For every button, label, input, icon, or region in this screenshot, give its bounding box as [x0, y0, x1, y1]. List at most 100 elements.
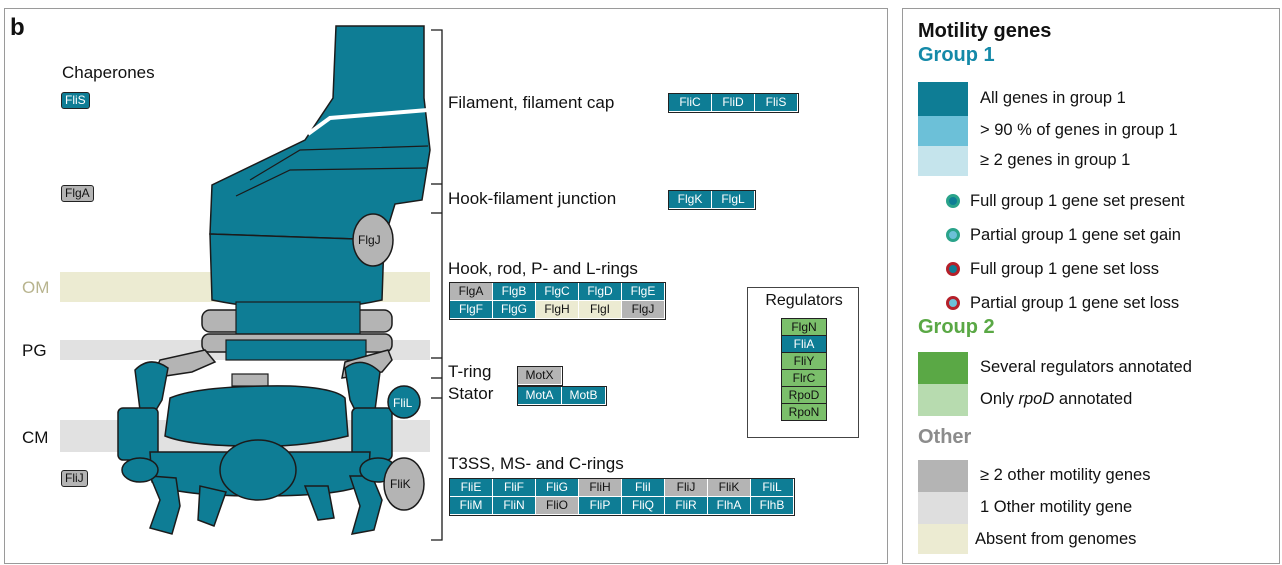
gene-flih: FliH: [579, 479, 622, 497]
swatch-2-group1: [918, 146, 968, 176]
gene-flgn: FlgN: [782, 319, 826, 336]
t-ring-genes: MotX: [517, 366, 563, 386]
legend-title: Motility genes: [918, 20, 1052, 42]
regulators-box: Regulators FlgN FliA FliY FlrC RpoD RpoN: [747, 287, 859, 438]
swatch-1-other: [918, 492, 968, 524]
legend-2-other: ≥ 2 other motility genes: [980, 466, 1151, 484]
dot-full-loss-icon: [946, 262, 960, 276]
hook-rod-label: Hook, rod, P- and L-rings: [448, 259, 638, 278]
gene-fliy: FliY: [782, 353, 826, 370]
gene-flis: FliS: [755, 94, 798, 112]
legend-full-loss: Full group 1 gene set loss: [970, 260, 1159, 278]
regulators-list: FlgN FliA FliY FlrC RpoD RpoN: [781, 318, 827, 421]
gene-motb: MotB: [562, 387, 606, 405]
gene-flic: FliC: [669, 94, 712, 112]
gene-flij: FliJ: [665, 479, 708, 497]
t3ss-label: T3SS, MS- and C-rings: [448, 454, 624, 473]
swatch-2-other: [918, 460, 968, 492]
diagram-panel: [4, 8, 888, 564]
legend-only-prefix: Only: [980, 390, 1019, 408]
gene-flgc: FlgC: [536, 283, 579, 301]
gene-flir: FliR: [665, 497, 708, 515]
dot-partial-loss-icon: [946, 296, 960, 310]
flil-label: FliL: [393, 396, 413, 410]
gene-flil: FliL: [751, 479, 794, 497]
gene-flip: FliP: [579, 497, 622, 515]
group1-heading: Group 1: [918, 44, 995, 66]
regulators-title: Regulators: [765, 292, 843, 309]
legend-absent: Absent from genomes: [975, 530, 1137, 548]
hook-junction-genes: FlgK FlgL: [668, 190, 756, 210]
pg-label: PG: [22, 341, 47, 360]
chaperones-title: Chaperones: [62, 63, 155, 82]
flij-chaperone: FliJ: [61, 470, 88, 487]
gene-flgj: FlgJ: [622, 301, 665, 319]
section-bracket: [431, 29, 443, 541]
swatch-all-group1: [918, 82, 968, 116]
group2-heading: Group 2: [918, 316, 995, 338]
gene-flge: FlgE: [622, 283, 665, 301]
hook-junction-label: Hook-filament junction: [448, 189, 617, 208]
ms-ring: [164, 385, 349, 448]
legend-only-rpod: Only rpoD annotated: [980, 390, 1132, 409]
flik-label: FliK: [390, 477, 411, 491]
legend-only-suffix: annotated: [1054, 390, 1133, 408]
gene-flid: FliD: [712, 94, 755, 112]
flagellum-illustration: [117, 25, 443, 541]
filament-shape: [209, 25, 431, 241]
export-apparatus: [219, 439, 297, 501]
flgj-ellipse: [352, 213, 394, 267]
stator-label: Stator: [448, 384, 494, 403]
gene-rpod: RpoD: [782, 387, 826, 404]
gene-flie: FliE: [450, 479, 493, 497]
gene-flgd: FlgD: [579, 283, 622, 301]
gene-flig: FliG: [536, 479, 579, 497]
flgj-label: FlgJ: [358, 233, 381, 247]
legend-2-group1: ≥ 2 genes in group 1: [980, 151, 1131, 169]
flis-chaperone: FliS: [61, 92, 90, 109]
stator-genes: MotA MotB: [517, 386, 607, 406]
legend-only-gene: rpoD: [1018, 390, 1055, 408]
gene-fliq: FliQ: [622, 497, 665, 515]
cm-label: CM: [22, 428, 49, 447]
hook-rod-genes: FlgA FlgB FlgC FlgD FlgE FlgF FlgG FlgH …: [449, 282, 666, 320]
om-label: OM: [22, 278, 50, 297]
legend-panel: [902, 8, 1280, 564]
gene-flgh: FlgH: [536, 301, 579, 319]
gene-flgb: FlgB: [493, 283, 536, 301]
gene-flia: FliA: [782, 336, 826, 353]
legend-full-present: Full group 1 gene set present: [970, 192, 1185, 210]
filament-genes: FliC FliD FliS: [668, 93, 799, 113]
legend-90-group1: > 90 % of genes in group 1: [980, 121, 1178, 139]
legend-all-group1: All genes in group 1: [980, 89, 1126, 107]
flga-chaperone: FlgA: [61, 185, 94, 202]
gene-flgl: FlgL: [712, 191, 755, 209]
gene-flgk: FlgK: [669, 191, 712, 209]
gene-flin: FliN: [493, 497, 536, 515]
gene-flif: FliF: [493, 479, 536, 497]
gene-flik: FliK: [708, 479, 751, 497]
gene-rpon: RpoN: [782, 404, 826, 420]
swatch-90-group1: [918, 116, 968, 146]
gene-flgg: FlgG: [493, 301, 536, 319]
swatch-only-rpod: [918, 384, 968, 416]
gene-flgi: FlgI: [579, 301, 622, 319]
legend-several-regulators: Several regulators annotated: [980, 358, 1192, 376]
legend-partial-loss: Partial group 1 gene set loss: [970, 294, 1180, 312]
gene-mota: MotA: [518, 387, 562, 405]
gene-flha: FlhA: [708, 497, 751, 515]
flik-ellipse: [383, 457, 425, 511]
gene-motx: MotX: [518, 367, 562, 385]
t-ring-label: T-ring: [448, 362, 492, 381]
dot-full-present-icon: [946, 194, 960, 208]
gene-flhb: FlhB: [751, 497, 794, 515]
swatch-absent: [918, 524, 968, 554]
other-heading: Other: [918, 426, 972, 448]
gene-flii: FliI: [622, 479, 665, 497]
gene-flim: FliM: [450, 497, 493, 515]
filament-label: Filament, filament cap: [448, 93, 615, 112]
legend-1-other: 1 Other motility gene: [980, 498, 1133, 516]
gene-flga: FlgA: [450, 283, 493, 301]
flil-circle: [387, 385, 421, 419]
legend-partial-gain: Partial group 1 gene set gain: [970, 226, 1181, 244]
